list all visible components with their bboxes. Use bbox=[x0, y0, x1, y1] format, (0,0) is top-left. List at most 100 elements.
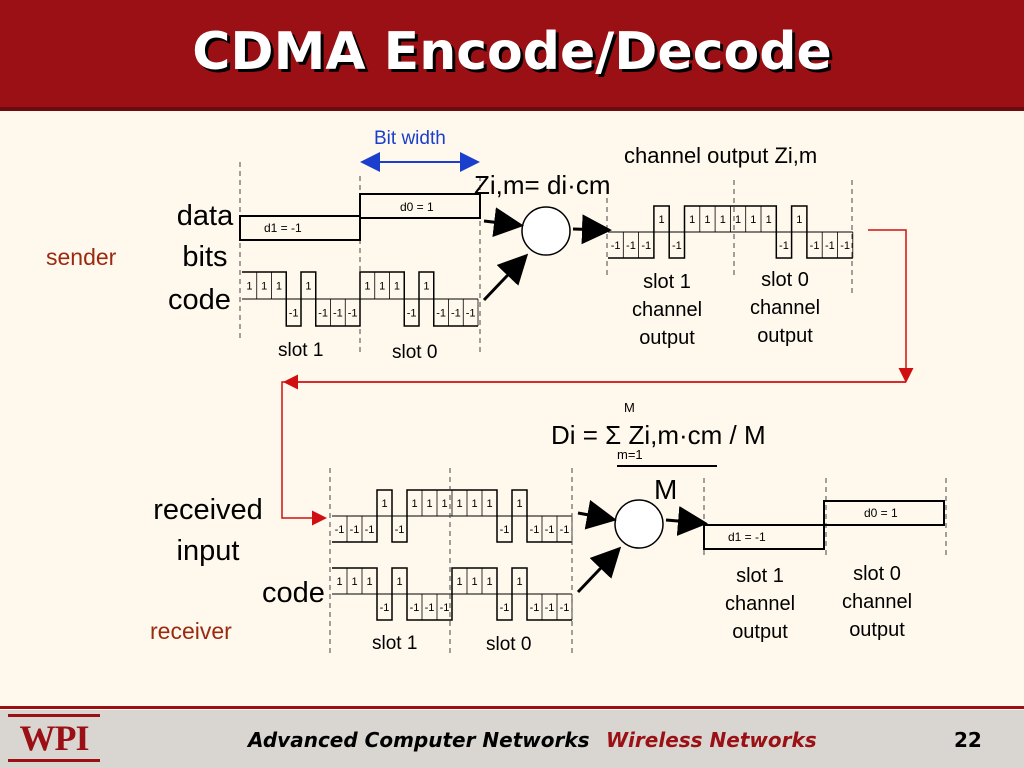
chip-value-label: 1 bbox=[441, 498, 447, 510]
chip-value-label: 1 bbox=[486, 576, 492, 588]
chip-value-label: -1 bbox=[436, 308, 446, 320]
channel-output-title: channel output Zi,m bbox=[624, 143, 818, 168]
footer-bar bbox=[0, 710, 1024, 768]
chip-value-label: 1 bbox=[486, 498, 492, 510]
receiver-multiplier bbox=[614, 499, 664, 549]
chip-value-label: 1 bbox=[516, 576, 522, 588]
chip-value-label: 1 bbox=[456, 576, 462, 588]
multiplier-to-channel-arrow bbox=[572, 214, 612, 245]
decoded-bit-d0-box bbox=[823, 500, 945, 526]
chip-value-label: 1 bbox=[426, 498, 432, 510]
sender-label: sender bbox=[46, 244, 117, 270]
chip-value-label: -1 bbox=[407, 308, 417, 320]
decoded-slot1-output-label: slot 1 channel output bbox=[724, 565, 796, 643]
chip-value-label: -1 bbox=[425, 602, 435, 614]
chip-value-label: 1 bbox=[750, 214, 756, 226]
chip-value-label: 1 bbox=[411, 498, 417, 510]
sender-equation: Zi,m= di·cm bbox=[474, 170, 611, 200]
d0-label: d0 = 1 bbox=[400, 200, 434, 214]
footer-divider bbox=[0, 706, 1024, 709]
chip-value-label: -1 bbox=[466, 308, 476, 320]
chip-value-label: -1 bbox=[500, 602, 510, 614]
decoded-slot0-output-label: slot 0 channel output bbox=[841, 563, 913, 641]
chip-value-label: -1 bbox=[333, 308, 343, 320]
receiver-equation: Di = Σ Zi,m·cm / M bbox=[551, 420, 766, 450]
chip-value-label: -1 bbox=[365, 524, 375, 536]
chip-value-label: -1 bbox=[611, 240, 621, 252]
chip-value-label: -1 bbox=[350, 524, 360, 536]
multiplier-to-decoded-arrow bbox=[665, 506, 708, 536]
chip-value-label: 1 bbox=[766, 214, 772, 226]
slot1-channel-output-label: slot 1 channel output bbox=[631, 271, 703, 349]
received-to-multiplier-arrow bbox=[577, 499, 617, 530]
code-to-receiver-multiplier-arrow bbox=[576, 546, 622, 594]
chip-value-label: -1 bbox=[318, 308, 328, 320]
receiver-slot1-label: slot 1 bbox=[372, 633, 418, 654]
chip-value-label: -1 bbox=[560, 602, 570, 614]
chip-value-label: 1 bbox=[394, 281, 400, 293]
chip-value-label: 1 bbox=[471, 576, 477, 588]
receiver-code-label: code bbox=[262, 577, 325, 609]
bit-width-label: Bit width bbox=[374, 128, 446, 149]
title-bar bbox=[0, 0, 1024, 107]
chip-value-label: -1 bbox=[641, 240, 651, 252]
chip-value-label: 1 bbox=[735, 214, 741, 226]
chip-value-label: 1 bbox=[364, 281, 370, 293]
chip-value-label: -1 bbox=[825, 240, 835, 252]
decoded-d1-label: d1 = -1 bbox=[728, 530, 766, 544]
chip-value-label: 1 bbox=[379, 281, 385, 293]
chip-value-label: 1 bbox=[658, 214, 664, 226]
chip-value-label: -1 bbox=[380, 602, 390, 614]
chip-value-label: -1 bbox=[335, 524, 345, 536]
sender-code-label: code bbox=[168, 284, 231, 316]
chip-value-label: -1 bbox=[451, 308, 461, 320]
code-to-multiplier-arrow bbox=[482, 253, 529, 302]
chip-value-label: -1 bbox=[779, 240, 789, 252]
footer-topic: Wireless Networks bbox=[606, 728, 817, 752]
wpi-logo: WPI bbox=[8, 714, 100, 762]
sender-slot0-label: slot 0 bbox=[392, 342, 438, 363]
data-bits-label: data bits bbox=[176, 200, 234, 273]
channel-to-receiver-connector bbox=[868, 229, 914, 383]
receiver-label: receiver bbox=[150, 618, 232, 644]
chip-value-label: -1 bbox=[289, 308, 299, 320]
chip-value-label: -1 bbox=[810, 240, 820, 252]
chip-value-label: 1 bbox=[796, 214, 802, 226]
chip-value-label: 1 bbox=[720, 214, 726, 226]
page-number: 22 bbox=[954, 728, 982, 752]
footer-course: Advanced Computer Networks bbox=[248, 728, 590, 752]
denominator: M bbox=[654, 474, 678, 505]
sum-lower-limit: m=1 bbox=[617, 447, 643, 462]
chip-value-label: 1 bbox=[336, 576, 342, 588]
chip-value-label: -1 bbox=[545, 524, 555, 536]
chip-value-label: -1 bbox=[840, 240, 850, 252]
chip-value-label: -1 bbox=[530, 602, 540, 614]
data-bit-d1-box bbox=[239, 215, 361, 241]
chip-value-label: -1 bbox=[545, 602, 555, 614]
chip-value-label: 1 bbox=[423, 281, 429, 293]
sender-slot1-label: slot 1 bbox=[278, 340, 324, 361]
data-to-multiplier-arrow bbox=[483, 207, 524, 238]
title-bar-underline bbox=[0, 107, 1024, 111]
chip-value-label: -1 bbox=[348, 308, 358, 320]
chip-value-label: 1 bbox=[305, 281, 311, 293]
chip-value-label: -1 bbox=[395, 524, 405, 536]
chip-value-label: -1 bbox=[500, 524, 510, 536]
chip-value-label: 1 bbox=[456, 498, 462, 510]
chip-value-label: 1 bbox=[276, 281, 282, 293]
chip-value-label: -1 bbox=[530, 524, 540, 536]
d1-label: d1 = -1 bbox=[264, 221, 302, 235]
slot0-channel-output-label: slot 0 channel output bbox=[749, 269, 821, 347]
chip-value-label: -1 bbox=[560, 524, 570, 536]
decoded-d0-label: d0 = 1 bbox=[864, 506, 898, 520]
chip-value-label: -1 bbox=[440, 602, 450, 614]
sum-upper-limit: M bbox=[624, 400, 635, 415]
received-input-label: received input bbox=[153, 494, 263, 567]
chip-value-label: 1 bbox=[704, 214, 710, 226]
chip-value-label: 1 bbox=[689, 214, 695, 226]
